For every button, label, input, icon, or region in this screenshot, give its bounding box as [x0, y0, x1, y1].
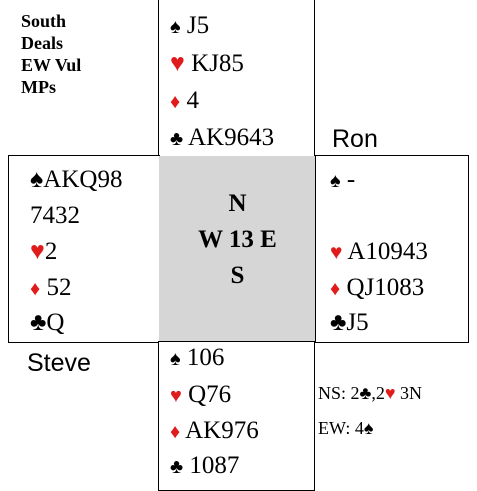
- par-ns-prefix: NS: 2: [318, 383, 360, 403]
- west-player-name: Steve: [27, 349, 91, 377]
- south-hearts-line: ♥ Q76: [170, 380, 231, 411]
- north-clubs-line: ♣ AK9643: [170, 123, 274, 154]
- heart-icon: ♥: [330, 240, 343, 264]
- east-diamonds-cards: QJ1083: [346, 274, 425, 301]
- compass-south: S: [230, 262, 245, 289]
- vulnerability-text: EW Vul: [21, 55, 82, 75]
- west-spades-line: ♠AKQ98: [30, 165, 122, 194]
- north-hearts-line: ♥ KJ85: [170, 49, 244, 78]
- north-hand-box: [158, 0, 315, 158]
- north-clubs-cards: AK9643: [188, 124, 275, 151]
- south-spades-cards: 106: [186, 344, 225, 371]
- par-ns-suffix: 3N: [395, 383, 423, 403]
- north-hearts-cards: KJ85: [191, 50, 244, 77]
- east-spades-cards: -: [346, 166, 356, 193]
- spade-icon: ♠: [330, 170, 341, 192]
- west-clubs-line: ♣Q: [30, 308, 64, 337]
- south-diamonds-cards: AK976: [185, 417, 259, 444]
- east-hearts-cards: A10943: [347, 238, 428, 265]
- scoring-text: MPs: [21, 77, 56, 97]
- spade-icon: ♠: [363, 418, 374, 438]
- south-hearts-cards: Q76: [188, 381, 232, 408]
- par-ew: EW: 4♠: [318, 417, 373, 439]
- par-ns-separator: ,2: [371, 383, 385, 403]
- west-hearts-cards: 2: [44, 238, 58, 265]
- south-clubs-line: ♣ 1087: [170, 451, 239, 482]
- north-diamonds-cards: 4: [186, 87, 199, 114]
- heart-icon: ♥: [384, 383, 396, 403]
- spade-icon: ♠: [170, 16, 181, 38]
- diamond-icon: ♦: [330, 278, 341, 300]
- east-clubs-cards: J5: [346, 309, 369, 336]
- compass-north: N: [228, 190, 247, 217]
- west-diamonds-cards: 52: [46, 274, 72, 301]
- diamond-icon: ♦: [30, 278, 41, 300]
- club-icon: ♣: [170, 128, 184, 150]
- east-hand-box: [315, 155, 469, 343]
- north-spades-line: ♠ J5: [170, 11, 209, 42]
- east-hearts-line: ♥ A10943: [330, 237, 428, 267]
- east-clubs-line: ♣J5: [330, 308, 369, 337]
- west-spades-cards-2: 7432: [30, 202, 80, 229]
- heart-icon: ♥: [170, 385, 182, 407]
- par-ns: NS: 2♣,2♥ 3N: [318, 382, 422, 404]
- south-hand-box: [158, 341, 315, 491]
- west-spades-cards-1: AKQ98: [43, 166, 123, 193]
- heart-icon: ♥: [170, 50, 185, 77]
- west-diamonds-line: ♦ 52: [30, 273, 71, 304]
- south-diamonds-line: ♦ AK976: [170, 416, 259, 447]
- deals-text: Deals: [21, 33, 63, 53]
- compass-board-number: W 13 E: [198, 226, 277, 253]
- club-icon: ♣: [30, 309, 47, 336]
- east-diamonds-line: ♦ QJ1083: [330, 273, 424, 304]
- spade-icon: ♠: [170, 348, 181, 370]
- west-hearts-line: ♥2: [30, 237, 57, 266]
- north-spades-cards: J5: [186, 12, 210, 39]
- east-player-name: Ron: [332, 125, 378, 153]
- south-spades-line: ♠ 106: [170, 343, 224, 374]
- club-icon: ♣: [170, 456, 184, 478]
- diamond-icon: ♦: [170, 421, 181, 443]
- deal-info: South Deals EW Vul MPs: [21, 10, 81, 98]
- par-ew-prefix: EW: 4: [318, 418, 364, 438]
- north-diamonds-line: ♦ 4: [170, 86, 199, 117]
- diamond-icon: ♦: [170, 91, 181, 113]
- west-hand-box: [8, 155, 160, 343]
- club-icon: ♣: [359, 383, 372, 403]
- spade-icon: ♠: [30, 166, 44, 193]
- west-clubs-cards: Q: [46, 309, 65, 336]
- east-spades-line: ♠ -: [330, 165, 355, 196]
- club-icon: ♣: [330, 309, 347, 336]
- dealer-text: South: [21, 11, 67, 31]
- west-spades-line-continued: 7432: [30, 201, 80, 230]
- table-center: [159, 156, 316, 342]
- south-clubs-cards: 1087: [189, 452, 240, 479]
- heart-icon: ♥: [30, 238, 45, 265]
